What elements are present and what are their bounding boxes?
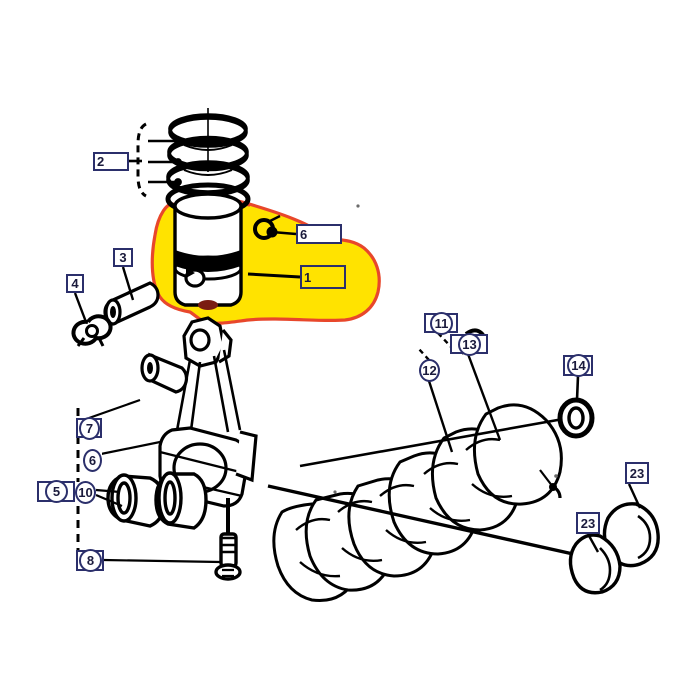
callout-number: 14 [571, 358, 586, 373]
callout-circle: 6 [83, 449, 102, 472]
callout-number: 1 [304, 269, 312, 285]
callout-number: 11 [434, 315, 449, 331]
callout-2[interactable]: 2 [93, 152, 129, 171]
callout-number: 7 [85, 420, 94, 436]
callout-circle: 14 [567, 354, 590, 377]
thrust-washer-upper [602, 502, 660, 568]
callout-3[interactable]: 3 [113, 248, 133, 267]
callout-14[interactable]: 14 [563, 354, 593, 377]
callout-8[interactable]: 8 [76, 549, 104, 572]
callout-5[interactable]: 5 [37, 480, 75, 503]
callout-number: 2 [97, 154, 105, 169]
callout-circle: 7 [79, 416, 100, 440]
callout-1[interactable]: 1 [300, 265, 346, 289]
callout-circle: 5 [45, 480, 68, 503]
callout-circle: 11 [430, 311, 453, 335]
connecting-rod-cap [154, 471, 208, 530]
callout-number: 23 [629, 465, 645, 481]
callout-7[interactable]: 7 [76, 416, 102, 440]
thrust-washer-lower [568, 533, 622, 595]
callout-circle: 10 [75, 480, 96, 504]
callout-6[interactable]: 6 [83, 449, 102, 472]
callout-number: 10 [78, 484, 93, 500]
callout-number: 13 [462, 336, 477, 352]
connecting-rod-bolt [214, 498, 242, 581]
callout-number: 6 [88, 453, 97, 468]
connecting-rod-bearing [106, 473, 166, 528]
callout-number: 8 [86, 553, 95, 568]
callout-circle: 8 [79, 549, 102, 572]
callout-number: 3 [119, 250, 127, 265]
crankshaft [267, 403, 601, 603]
callout-11[interactable]: 11 [424, 311, 458, 335]
piston-pin-snap-ring [71, 314, 113, 347]
callout-10[interactable]: 10 [75, 480, 96, 504]
callout-number: 5 [52, 484, 61, 499]
callout-6[interactable]: 6 [296, 224, 342, 244]
callout-circle: 13 [458, 332, 481, 356]
callout-23[interactable]: 23 [576, 512, 600, 534]
callout-number: 12 [422, 363, 437, 378]
scan-specks [333, 204, 558, 494]
callout-13[interactable]: 13 [450, 332, 488, 356]
crankshaft-bushing [557, 397, 595, 439]
callout-12[interactable]: 12 [419, 359, 440, 382]
callout-4[interactable]: 4 [66, 274, 84, 293]
piston-body [173, 192, 243, 310]
connecting-rod-bushing [140, 352, 189, 394]
piston-pin [103, 281, 160, 326]
callout-number: 6 [300, 226, 308, 242]
callout-number: 4 [71, 276, 79, 291]
callout-23[interactable]: 23 [625, 462, 649, 484]
callout-number: 23 [580, 515, 596, 531]
callout-circle: 12 [419, 359, 440, 382]
